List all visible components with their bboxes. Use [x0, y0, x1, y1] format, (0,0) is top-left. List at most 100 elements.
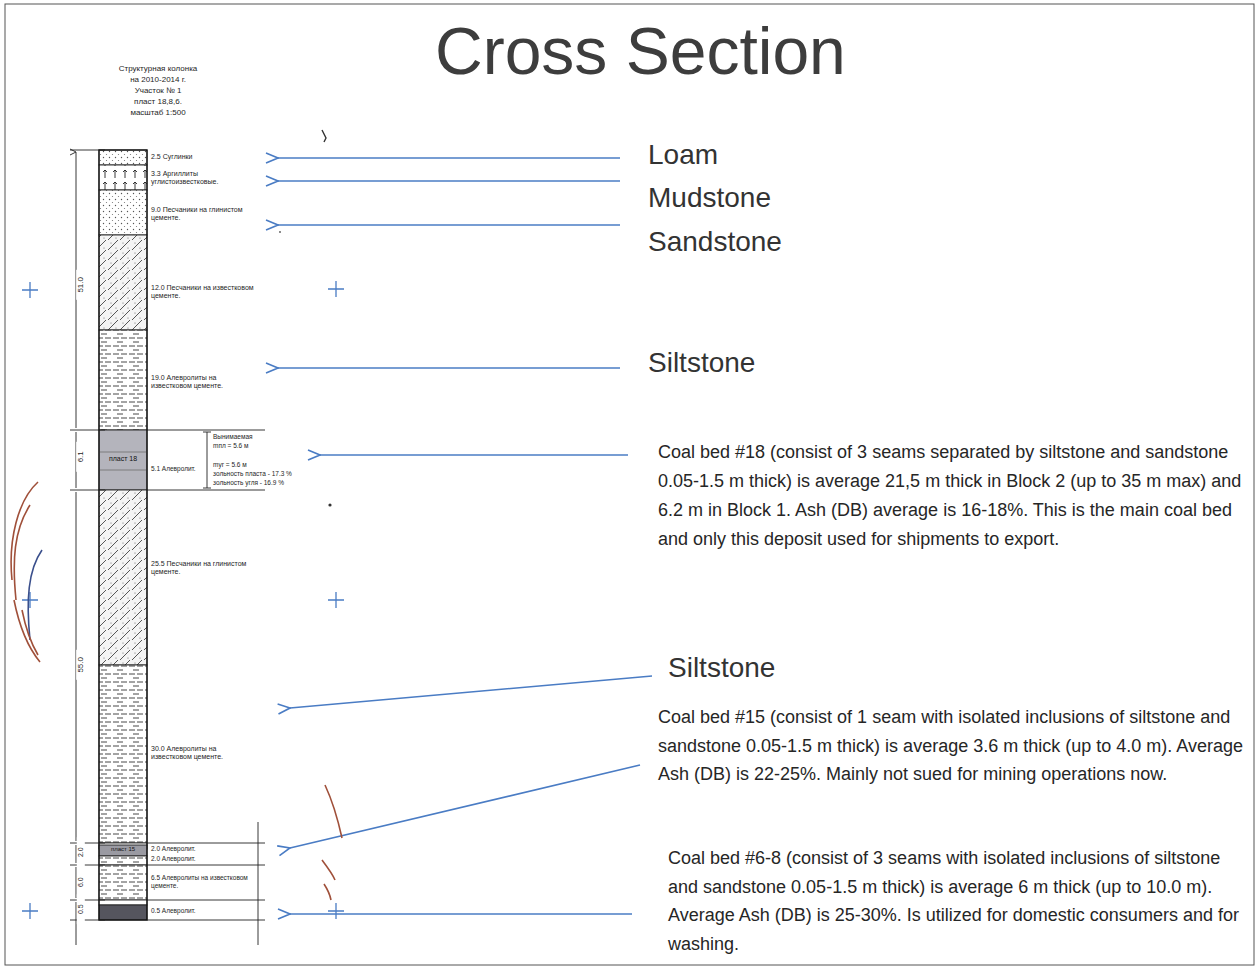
svg-shape	[99, 165, 147, 190]
svg-shape	[99, 470, 147, 471]
svg-shape	[147, 430, 265, 431]
svg-shape	[290, 913, 632, 915]
svg-shape	[22, 282, 38, 298]
svg-shape	[99, 856, 147, 865]
svg-shape	[203, 432, 211, 433]
layer-label: 2.0 Алевролит.	[151, 845, 251, 853]
seam-label: пласт 15	[101, 846, 145, 853]
svg-shape	[70, 430, 105, 431]
svg-shape	[278, 157, 620, 159]
layer-label: 19.0 Алевролиты на известковом цементе.	[151, 374, 256, 391]
svg-shape	[22, 592, 38, 608]
svg-shape	[328, 281, 344, 297]
column-header: пласт 18,8,6.	[88, 97, 228, 107]
svg-shape	[99, 665, 147, 843]
svg-shape	[325, 785, 342, 838]
layer-label: 25.5 Песчаники на глинистом цементе.	[151, 560, 256, 577]
seam-note: зольность пласта - 17.3 %	[213, 470, 311, 478]
svg-shape	[5, 4, 1254, 965]
svg-shape	[14, 505, 30, 600]
layer-label: 12.0 Песчаники на известковом цементе.	[151, 284, 256, 301]
svg-shape	[328, 903, 344, 919]
svg-shape	[70, 865, 105, 866]
layer-label: 30.0 Алевролиты на известковом цементе.	[151, 745, 256, 762]
layer-name: Mudstone	[648, 181, 771, 215]
svg-shape	[22, 903, 38, 919]
svg-shape	[278, 180, 620, 182]
seam-note: mуг = 5.6 м	[213, 461, 308, 469]
layer-label: 0.5 Алевролит.	[151, 907, 251, 915]
layer-label: 2.0 Алевролит.	[151, 855, 251, 863]
layer-name: Sandstone	[648, 225, 782, 259]
svg-shape	[147, 490, 265, 491]
slide-title: Cross Section	[435, 12, 846, 91]
svg-shape	[290, 765, 640, 848]
layer-label: 3.3 Аргиллиты углистоизвестковые.	[151, 170, 251, 187]
svg-shape	[99, 235, 147, 330]
layer-label: 6.5 Алевролиты на известковом цементе.	[151, 874, 251, 890]
svg-shape	[99, 900, 147, 905]
layer-label: 5.1 Алевролит.	[151, 465, 203, 473]
hand-drawn-marks	[11, 130, 342, 900]
svg-shape	[203, 488, 211, 489]
scale-lines	[70, 150, 265, 945]
layer-label: 2.5 Суглинки	[151, 153, 256, 161]
svg-shape	[320, 454, 628, 456]
svg-shape	[99, 865, 147, 900]
svg-shape	[278, 224, 620, 226]
svg-shape	[147, 843, 265, 844]
svg-shape	[328, 592, 344, 608]
svg-shape	[279, 231, 281, 233]
svg-shape	[147, 865, 265, 866]
grid-crosses	[22, 281, 344, 919]
svg-shape	[258, 822, 259, 945]
svg-shape	[322, 860, 335, 880]
svg-shape	[207, 432, 208, 488]
svg-shape	[278, 367, 620, 369]
svg-shape	[99, 430, 147, 490]
thickness-number: 51.0	[76, 270, 86, 300]
svg-shape	[99, 845, 147, 856]
column-header: на 2010-2014 г.	[88, 75, 228, 85]
svg-shape	[322, 130, 326, 142]
svg-shape	[70, 900, 105, 901]
svg-shape	[99, 905, 147, 920]
svg-shape	[70, 490, 105, 491]
leader-arrows	[278, 158, 652, 914]
layer-label: 9.0 Песчаники на глинистом цементе.	[151, 206, 256, 223]
svg-shape	[99, 490, 147, 665]
svg-shape	[290, 676, 652, 708]
svg-shape	[147, 920, 265, 921]
coal-bed-note: Coal bed #18 (consist of 3 seams separat…	[658, 438, 1246, 554]
svg-shape	[328, 503, 331, 506]
svg-shape	[324, 884, 331, 900]
column-header: Структурная колонка	[88, 64, 228, 74]
layer-name: Siltstone	[668, 651, 775, 685]
svg-shape	[147, 900, 265, 901]
slide-frame	[5, 4, 1254, 965]
svg-shape	[28, 550, 42, 640]
svg-shape	[70, 150, 105, 151]
seam-label: пласт 18	[101, 455, 145, 463]
svg-shape	[99, 150, 147, 165]
column-header: Участок № 1	[88, 86, 228, 96]
coal-bed-note: Coal bed #6-8 (consist of 3 seams with i…	[668, 844, 1248, 958]
seam-note: mпл = 5.6 м	[213, 442, 308, 450]
stratigraphic-column	[99, 150, 147, 920]
svg-shape	[99, 150, 147, 920]
coal-bed-note: Coal bed #15 (consist of 1 seam with iso…	[658, 703, 1246, 789]
svg-shape	[22, 610, 38, 655]
layer-name: Siltstone	[648, 346, 755, 380]
svg-shape	[99, 452, 147, 453]
thickness-number: 2.0	[77, 837, 85, 867]
seam-note: зольность угля - 16.9 %	[213, 479, 311, 487]
svg-shape	[14, 600, 40, 662]
thickness-number: 6.0	[77, 867, 85, 897]
svg-shape	[70, 843, 105, 844]
column-header: масштаб 1:500	[88, 108, 228, 118]
svg-shape	[99, 330, 147, 430]
seam-note: Вынимаемая	[213, 433, 308, 441]
layer-name: Loam	[648, 138, 718, 172]
svg-shape	[99, 190, 147, 235]
